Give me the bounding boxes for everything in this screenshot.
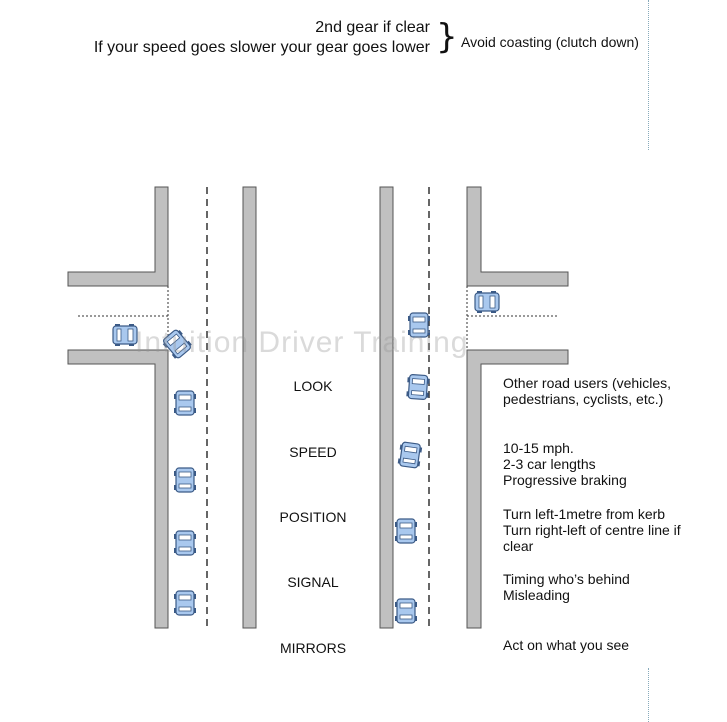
coasting-note: Avoid coasting (clutch down) bbox=[461, 34, 639, 50]
watermark-text: Intuition Driver Training bbox=[135, 326, 469, 359]
brace-icon: } bbox=[436, 17, 458, 57]
car-icon bbox=[474, 290, 500, 314]
signal-note: Timing who’s behind Misleading bbox=[503, 571, 630, 603]
car-icon bbox=[173, 530, 197, 556]
car-icon bbox=[396, 440, 424, 470]
mirrors-note: Act on what you see bbox=[503, 637, 630, 653]
right-kerb-bottom bbox=[466, 349, 569, 629]
stage-look-label: LOOK bbox=[293, 378, 333, 394]
left-kerb-bottom bbox=[67, 349, 169, 629]
margin-guide-bottom bbox=[648, 668, 649, 722]
stage-speed-label: SPEED bbox=[289, 444, 337, 460]
stage-position-label: POSITION bbox=[279, 509, 347, 525]
margin-guide-top bbox=[648, 0, 649, 150]
car-icon bbox=[394, 598, 418, 624]
car-icon bbox=[394, 518, 418, 544]
car-icon bbox=[173, 590, 197, 616]
speed-gear-rule-text: If your speed goes slower your gear goes… bbox=[93, 39, 430, 56]
car-icon bbox=[173, 467, 197, 493]
stage-signal-label: SIGNAL bbox=[287, 574, 339, 590]
left-road-far-kerb bbox=[242, 186, 257, 629]
car-icon bbox=[173, 390, 197, 416]
gear-tip-text: 2nd gear if clear bbox=[315, 19, 430, 36]
car-icon bbox=[112, 323, 138, 347]
speed-note: 10-15 mph. 2-3 car lengths Progressive b… bbox=[503, 440, 627, 488]
right-road-near-kerb bbox=[379, 186, 394, 629]
stage-mirrors-label: MIRRORS bbox=[279, 640, 347, 656]
position-note: Turn left-1metre from kerb Turn right-le… bbox=[503, 506, 681, 554]
look-note: Other road users (vehicles, pedestrians,… bbox=[503, 375, 672, 407]
car-icon bbox=[405, 373, 431, 401]
left-kerb-top bbox=[67, 186, 169, 287]
right-kerb-top bbox=[466, 186, 569, 287]
